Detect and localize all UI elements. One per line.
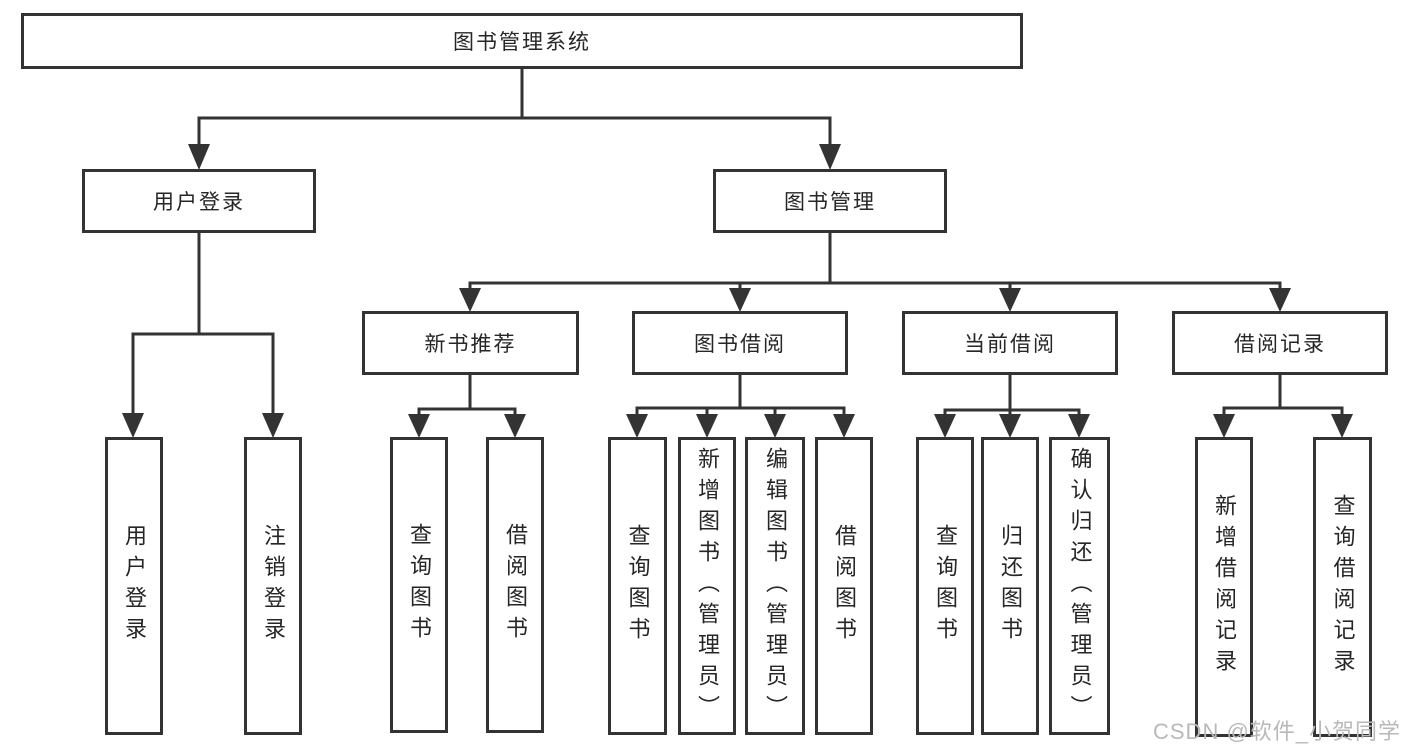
leaf-current-return: 归还图书 (981, 437, 1039, 735)
node-root: 图书管理系统 (21, 13, 1023, 69)
leaf-user-login: 用户登录 (105, 437, 163, 735)
node-book-management: 图书管理 (713, 169, 947, 233)
node-current-borrow: 当前借阅 (902, 311, 1118, 375)
leaf-newbook-borrow: 借阅图书 (486, 437, 544, 733)
leaf-borrow-add-admin: 新增图书（管理员） (678, 437, 736, 735)
leaf-logout: 注销登录 (244, 437, 302, 735)
csdn-watermark: CSDN @软件_小贺同学 (1153, 719, 1402, 744)
leaf-newbook-search: 查询图书 (390, 437, 448, 733)
leaf-borrow-edit-admin: 编辑图书（管理员） (745, 437, 805, 735)
node-borrow-records: 借阅记录 (1172, 311, 1388, 375)
node-book-borrow: 图书借阅 (632, 311, 848, 375)
leaf-borrow-search: 查询图书 (608, 437, 667, 735)
leaf-current-confirm-admin: 确认归还（管理员） (1049, 437, 1110, 735)
leaf-current-search: 查询图书 (916, 437, 974, 735)
leaf-records-search: 查询借阅记录 (1313, 437, 1372, 737)
leaf-records-add: 新增借阅记录 (1195, 437, 1253, 737)
node-user-login: 用户登录 (82, 169, 316, 233)
leaf-borrow-borrow: 借阅图书 (815, 437, 873, 735)
node-new-book-recommend: 新书推荐 (362, 311, 579, 375)
